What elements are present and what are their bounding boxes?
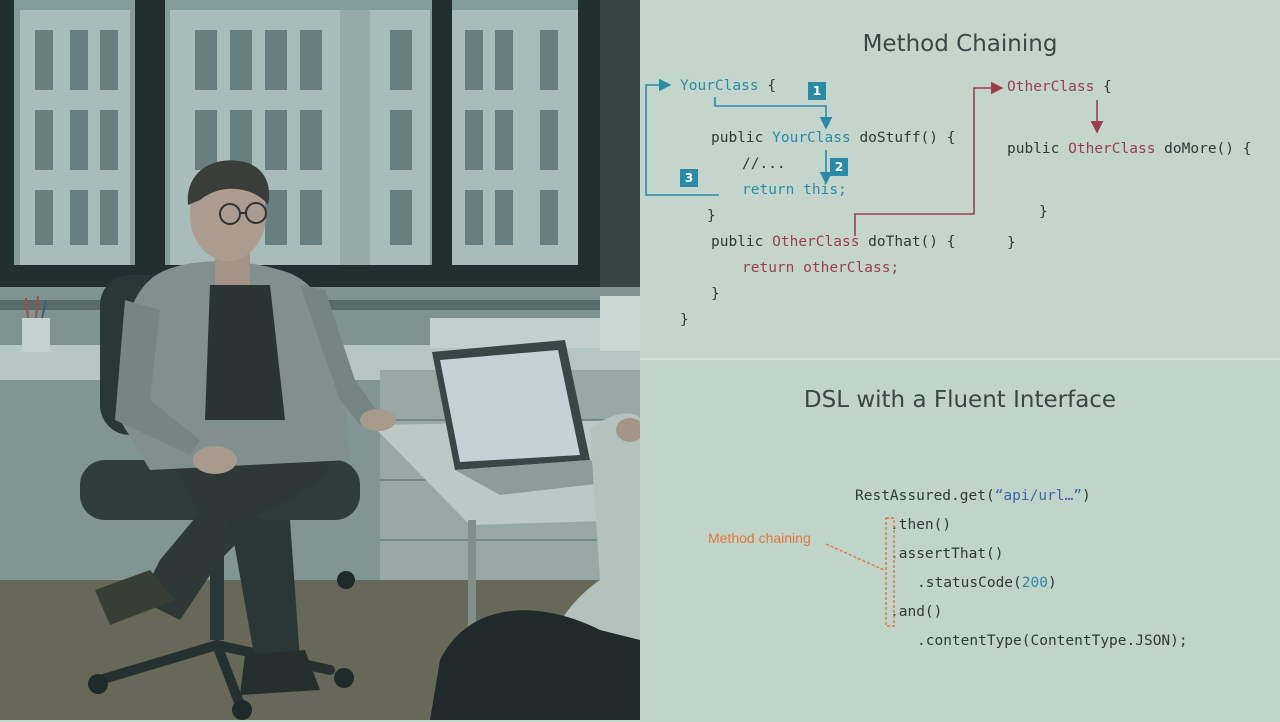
code-line-return-this: return this; [742, 181, 847, 199]
slide-title-fluent-interface: DSL with a Fluent Interface [803, 387, 1117, 413]
method-chaining-annotation: Method chaining [708, 530, 811, 546]
arrow-step-1 [714, 97, 833, 130]
annotation-leader [825, 543, 885, 571]
method-dostuff: doStuff() { [859, 130, 956, 146]
method-domore: doMore() { [1164, 141, 1252, 157]
keyword-public: public [711, 130, 764, 146]
fluent-interface-slide: DSL with a Fluent Interface RestAssured.… [640, 358, 1280, 722]
code-close-brace-3: } [680, 312, 689, 328]
code-close-brace-5: } [1007, 235, 1016, 251]
code-line-dostuff: public YourClass doStuff() { [711, 129, 955, 147]
code-line-otherclass: OtherClass { [1007, 78, 1112, 96]
dsl-line-4: .statusCode(200) [917, 574, 1057, 592]
restassured-get: RestAssured.get( [855, 488, 995, 504]
method-chaining-slide: Method Chaining YourClass { public YourC… [640, 0, 1280, 358]
code-line-dothat: public OtherClass doThat() { [711, 233, 955, 251]
status-number: 200 [1021, 575, 1048, 591]
otherclass-name: OtherClass [1007, 79, 1095, 95]
dsl-line-5: .and() [890, 604, 943, 620]
dsl-line-3: .assertThat() [890, 546, 1004, 562]
dsl-line-2: .then() [890, 517, 952, 533]
code-line-domore: public OtherClass doMore() { [1007, 140, 1251, 158]
code-line-comment: //... [742, 156, 786, 172]
value-this: this; [803, 182, 847, 198]
statuscode-call: .statusCode( [917, 575, 1022, 591]
dsl-line-1: RestAssured.get(“api/url…”) [855, 487, 1091, 505]
type-yourclass: YourClass [772, 130, 851, 146]
method-dothat: doThat() { [868, 234, 956, 250]
yourclass-name: YourClass [680, 78, 759, 94]
dsl-line-6: .contentType(ContentType.JSON); [917, 633, 1188, 649]
keyword-public: public [1007, 141, 1060, 157]
value-otherclass: otherClass; [803, 260, 900, 276]
type-otherclass: OtherClass [1068, 141, 1156, 157]
presenter-photo [0, 0, 640, 720]
slide-title-method-chaining: Method Chaining [862, 31, 1058, 57]
paren: ) [1082, 488, 1091, 504]
code-close-brace-4: } [1039, 204, 1048, 220]
code-close-brace-1: } [707, 208, 716, 224]
keyword-return: return [742, 182, 795, 198]
paren: ) [1047, 575, 1057, 591]
keyword-public: public [711, 234, 764, 250]
office-scene [0, 0, 640, 720]
brace: { [1103, 79, 1112, 95]
code-line-yourclass: YourClass { [680, 77, 776, 95]
step-badge-2: 2 [830, 158, 848, 176]
step-badge-3: 3 [680, 169, 698, 187]
step-badge-1: 1 [808, 82, 826, 100]
keyword-return: return [742, 260, 795, 276]
code-line-return-otherclass: return otherClass; [742, 259, 899, 277]
code-close-brace-2: } [711, 286, 720, 302]
arrow-otherclass-return [854, 81, 1004, 236]
type-otherclass: OtherClass [772, 234, 860, 250]
brace: { [767, 78, 777, 94]
url-string: “api/url…” [994, 488, 1082, 504]
